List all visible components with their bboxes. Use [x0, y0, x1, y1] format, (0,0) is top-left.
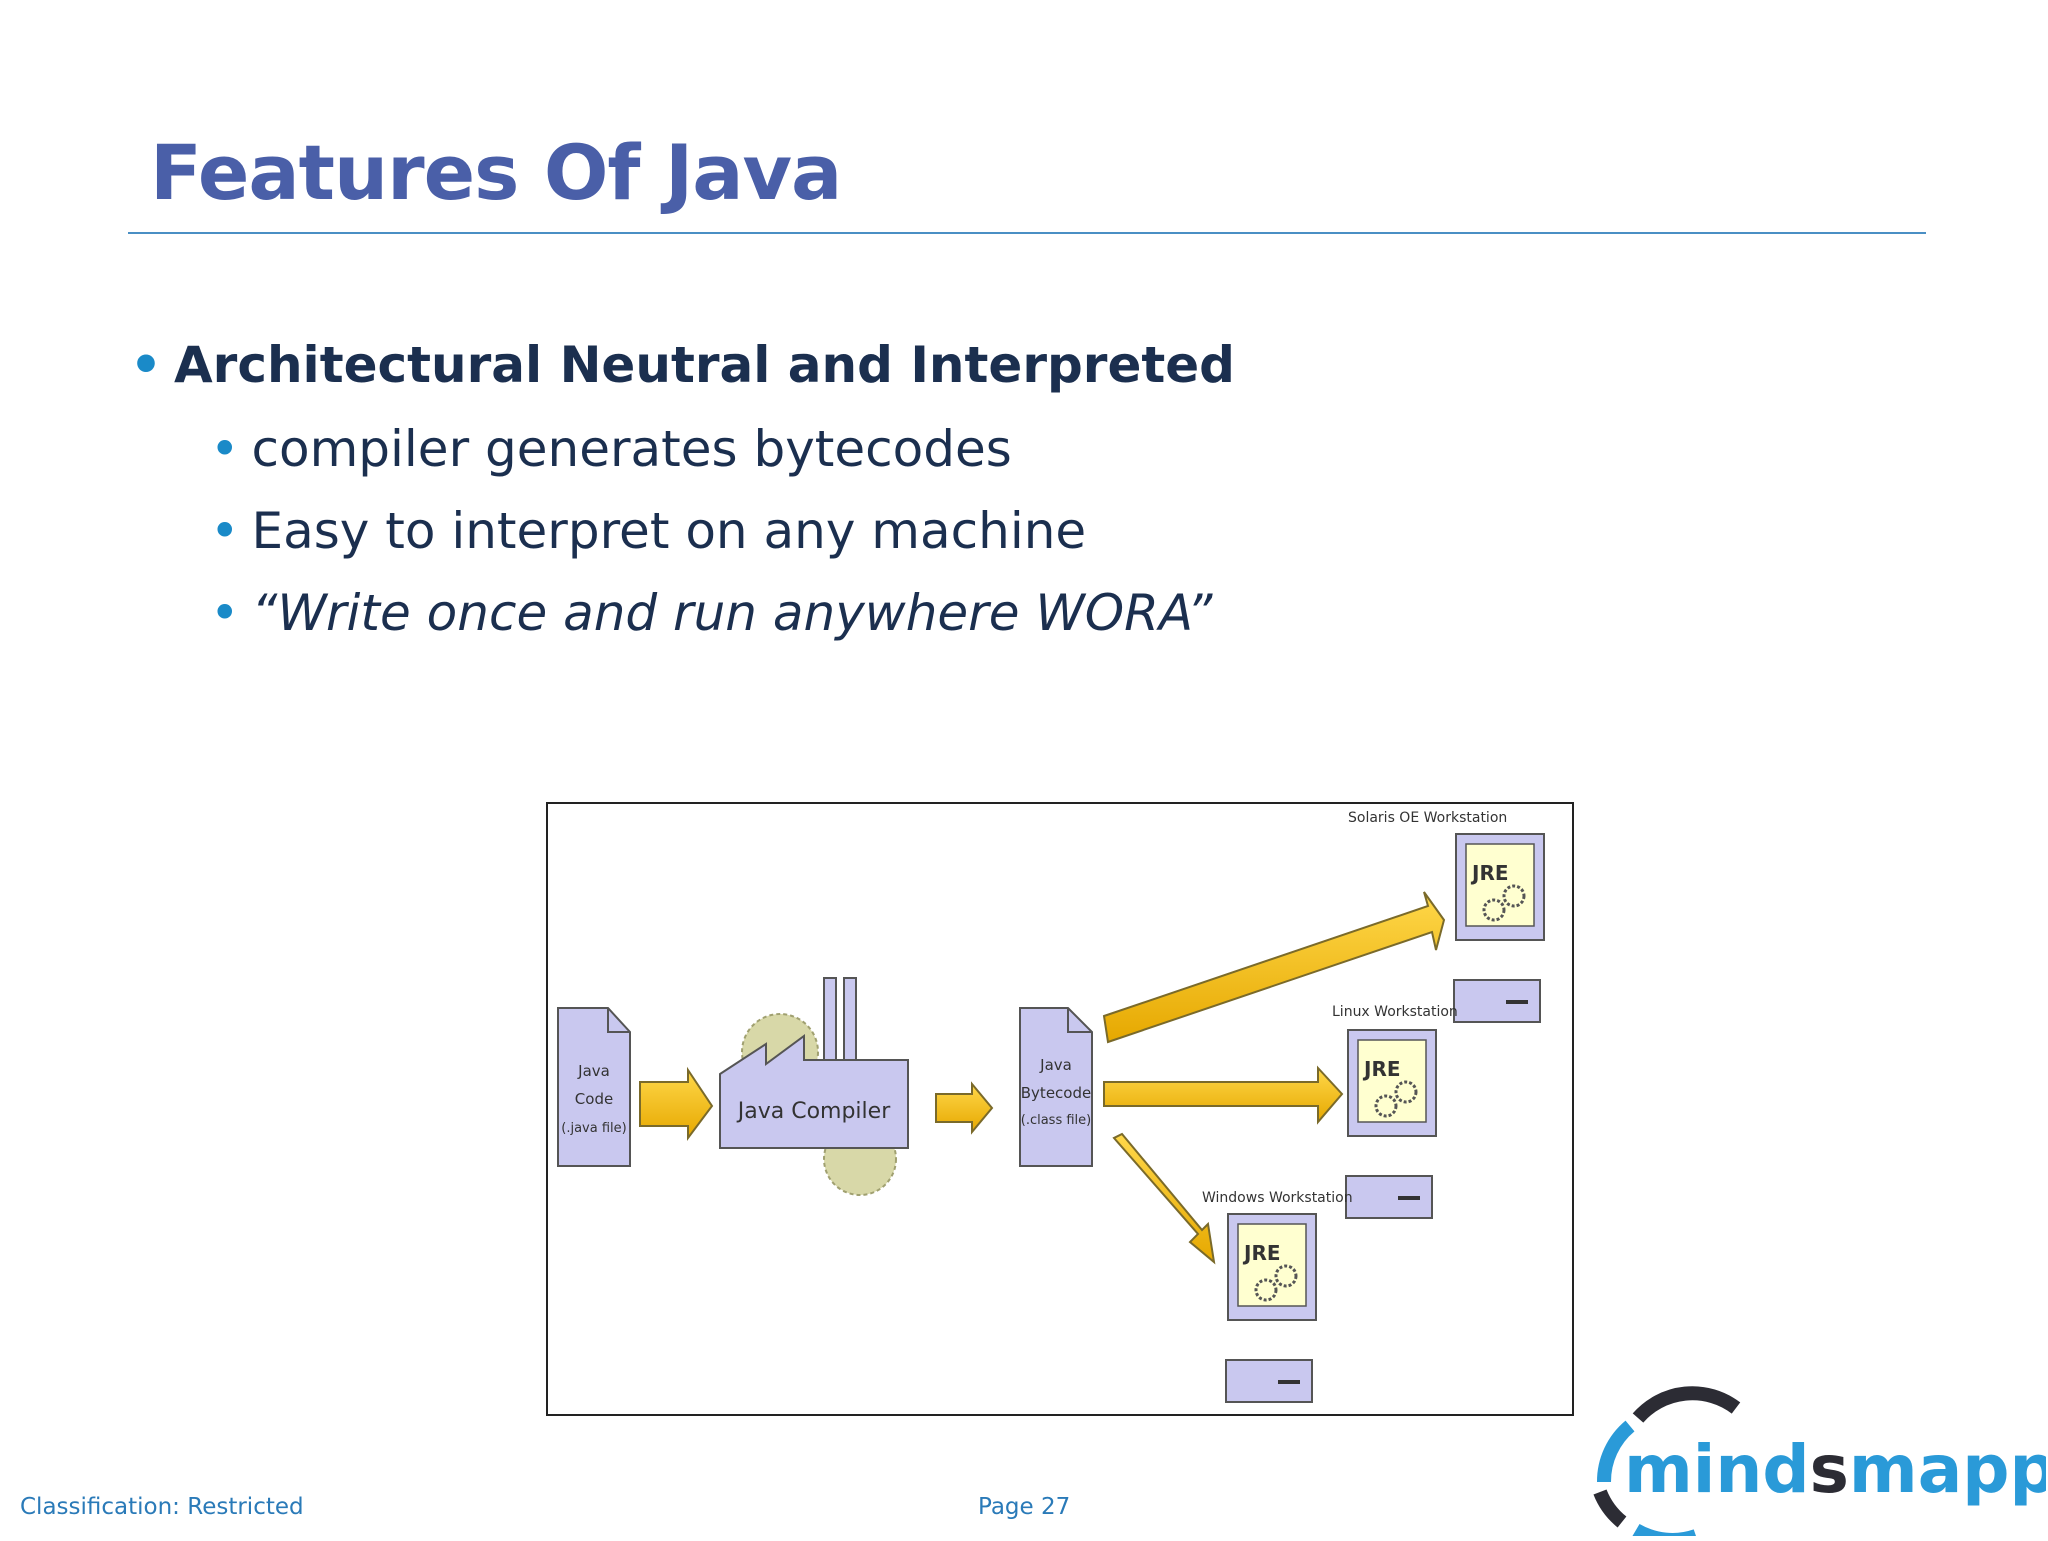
jre-label: JRE: [1242, 1241, 1281, 1265]
sub-bullet-text: compiler generates bytecodes: [251, 420, 1012, 478]
bullet-main: • Architectural Neutral and Interpreted: [130, 336, 1235, 394]
bullet-dot-icon: •: [210, 420, 240, 478]
java-compiler-factory: Java Compiler: [719, 977, 909, 1149]
bullet-main-text: Architectural Neutral and Interpreted: [173, 336, 1235, 394]
gear-icon: [1374, 1080, 1418, 1118]
solaris-workstation: Solaris OE Workstation JRE: [1348, 810, 1545, 1023]
bullet-dot-icon: •: [210, 502, 240, 560]
java-code-label-3: (.java file): [561, 1121, 626, 1136]
logo-text-mapped: mapped: [1849, 1431, 2046, 1508]
windows-workstation: Windows Workstation JRE: [1202, 1190, 1353, 1403]
java-compiler-label: Java Compiler: [736, 1099, 891, 1124]
workstation-label: Windows Workstation: [1202, 1190, 1353, 1206]
arrow-to-windows-icon: [1112, 1132, 1216, 1265]
title-divider: [128, 232, 1926, 234]
footer-classification: Classification: Restricted: [20, 1494, 304, 1520]
bytecode-label-3: (.class file): [1021, 1113, 1091, 1128]
jre-label: JRE: [1362, 1057, 1401, 1081]
java-code-document: Java Code (.java file): [557, 1007, 631, 1167]
java-code-label-1: Java: [577, 1062, 610, 1080]
arrow-right-icon: [935, 1081, 994, 1135]
bullet-dot-icon: •: [130, 336, 162, 394]
bytecode-label-1: Java: [1039, 1056, 1072, 1074]
workstation-label: Solaris OE Workstation: [1348, 810, 1507, 826]
linux-workstation: Linux Workstation JRE: [1332, 1004, 1458, 1219]
jre-label: JRE: [1470, 861, 1509, 885]
sub-bullet-3: • “Write once and run anywhere WORA”: [210, 584, 1212, 642]
sub-bullet-text: Easy to interpret on any machine: [251, 502, 1087, 560]
sub-bullet-2: • Easy to interpret on any machine: [210, 502, 1086, 560]
workstation-label: Linux Workstation: [1332, 1004, 1458, 1020]
mindsmapped-logo: mindsmapped: [1586, 1382, 2048, 1541]
footer-page-number: Page 27: [978, 1494, 1071, 1520]
arrow-to-solaris-icon: [1102, 891, 1446, 1044]
arrow-to-linux-icon: [1103, 1065, 1344, 1125]
arrow-right-icon: [639, 1066, 714, 1141]
gear-icon: [1254, 1264, 1298, 1302]
java-compilation-diagram: Java Code (.java file) Java Compiler: [546, 802, 1574, 1416]
logo-text-mind: mind: [1624, 1431, 1810, 1508]
bytecode-label-2: Bytecode: [1021, 1084, 1091, 1102]
sub-bullet-1: • compiler generates bytecodes: [210, 420, 1012, 478]
java-code-label-2: Code: [575, 1090, 613, 1108]
sub-bullet-text: “Write once and run anywhere WORA”: [251, 584, 1213, 642]
java-bytecode-document: Java Bytecode (.class file): [1019, 1007, 1093, 1167]
logo-text-s: s: [1810, 1431, 1849, 1508]
bullet-dot-icon: •: [210, 584, 240, 642]
slide-title: Features Of Java: [150, 128, 842, 217]
svg-text:mindsmapped: mindsmapped: [1624, 1431, 2046, 1508]
gear-icon: [1482, 884, 1526, 922]
